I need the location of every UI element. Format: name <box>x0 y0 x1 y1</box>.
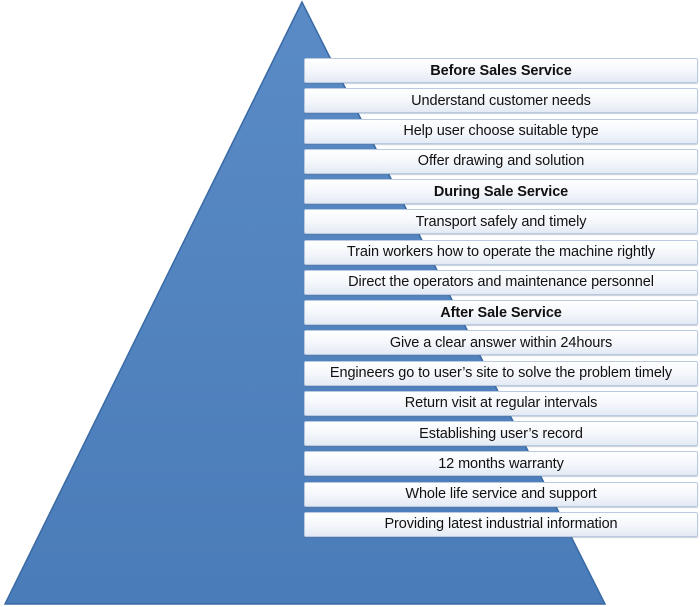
service-item: Offer drawing and solution <box>304 148 698 174</box>
service-item: Understand customer needs <box>304 88 698 114</box>
section-header: During Sale Service <box>304 179 698 204</box>
service-item: Transport safely and timely <box>304 209 698 235</box>
section-header: After Sale Service <box>304 300 698 325</box>
service-item: Help user choose suitable type <box>304 118 698 144</box>
section-header: Before Sales Service <box>304 58 698 83</box>
service-item: 12 months warranty <box>304 451 698 477</box>
service-item: Train workers how to operate the machine… <box>304 239 698 265</box>
service-item: Whole life service and support <box>304 481 698 507</box>
service-item: Return visit at regular intervals <box>304 390 698 416</box>
service-item: Engineers go to user’s site to solve the… <box>304 360 698 386</box>
service-item: Providing latest industrial information <box>304 511 698 537</box>
service-item: Establishing user’s record <box>304 421 698 446</box>
service-item: Direct the operators and maintenance per… <box>304 269 698 295</box>
service-item: Give a clear answer within 24hours <box>304 330 698 356</box>
